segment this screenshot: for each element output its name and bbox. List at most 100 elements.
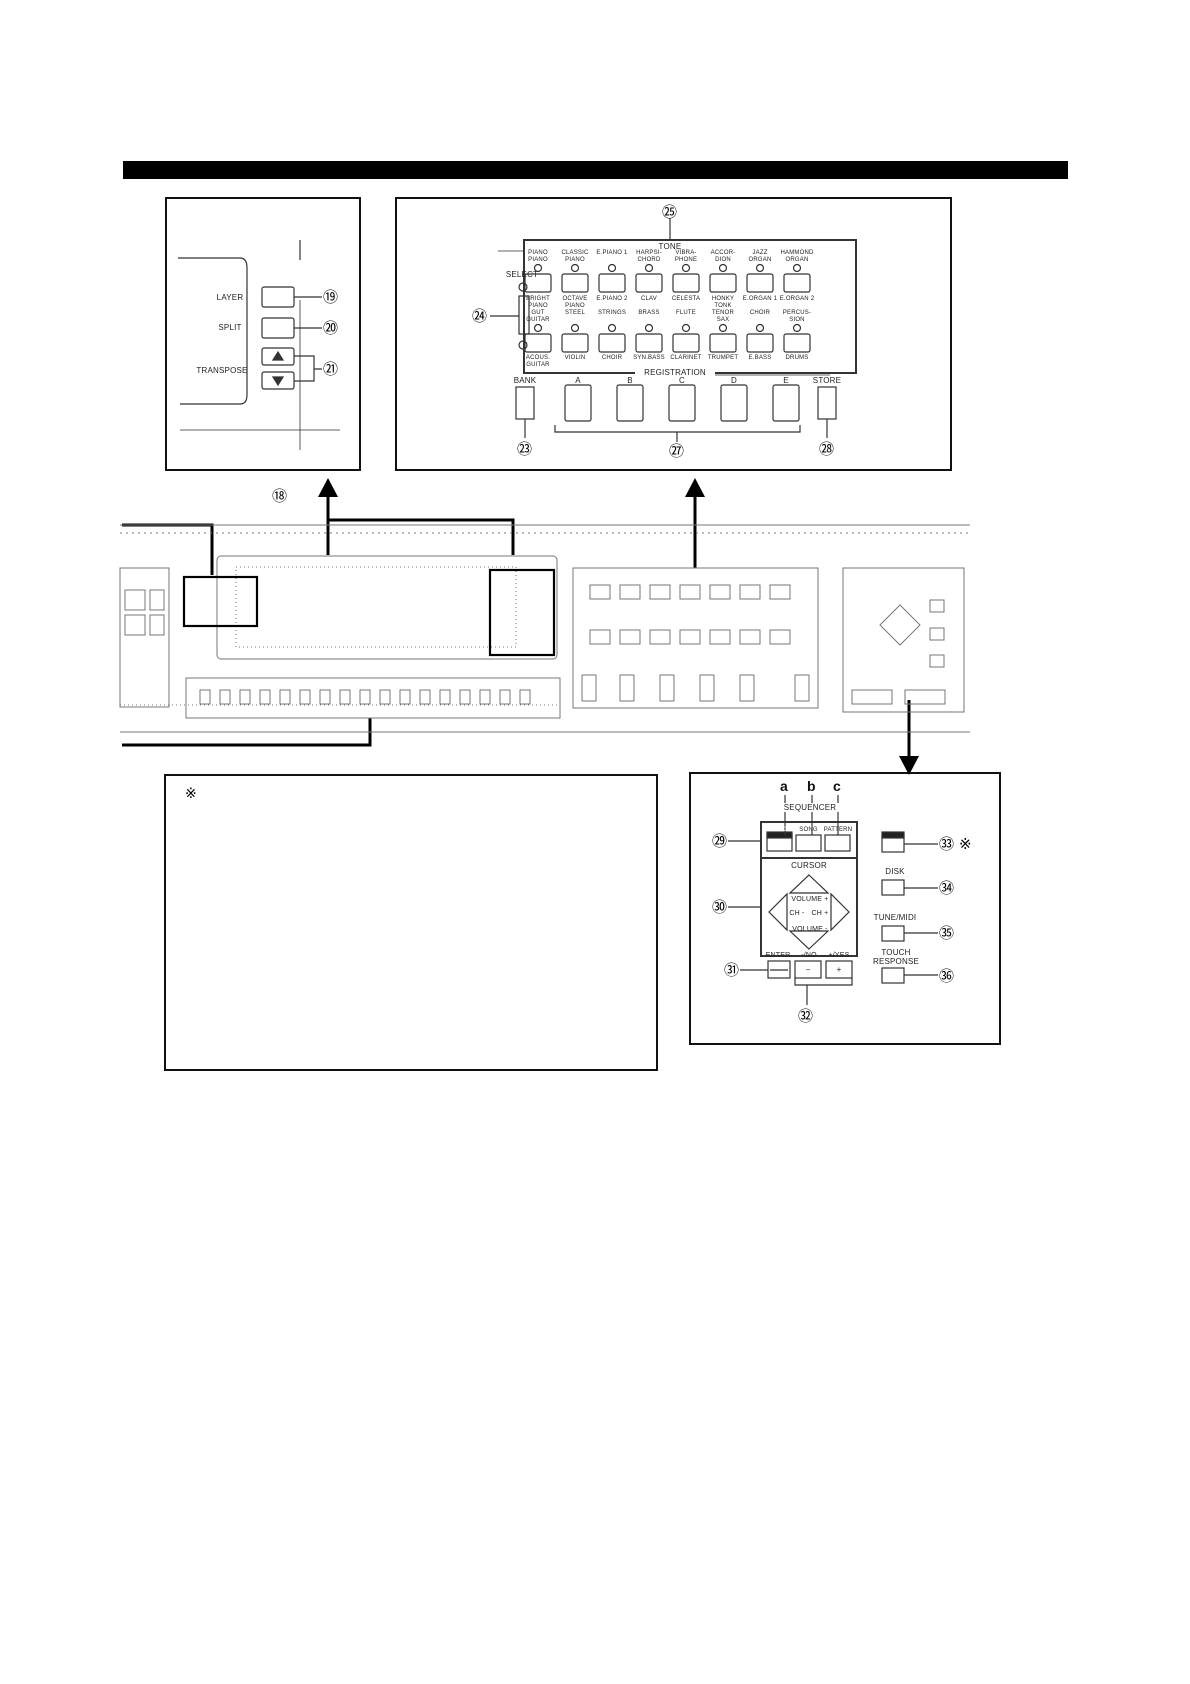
layer-split-detail-box: [165, 197, 361, 471]
callout-18: ⑱: [272, 487, 288, 505]
store-button: [817, 386, 837, 420]
tone-led: [681, 263, 691, 273]
registration-label: C: [679, 376, 685, 385]
highlight-layer-split: [182, 575, 259, 628]
callout-21: ㉑: [323, 360, 339, 378]
store-label: STORE: [812, 376, 842, 385]
tone-label-top: PIANO PIANO: [528, 250, 548, 263]
ch-minus-label: CH -: [789, 910, 805, 917]
tone-label-mid2: GUT GUITAR: [526, 310, 550, 323]
letter-b: b: [807, 778, 816, 794]
tone-label-mid: HONKY TONK: [711, 296, 735, 309]
layer-label: LAYER: [216, 293, 244, 302]
enter-label: ENTER: [765, 952, 791, 959]
tune-midi-label: TUNE/MIDI: [873, 913, 917, 922]
cursor-right: [830, 892, 850, 932]
callout-20: ⑳: [323, 319, 339, 337]
tone-button: [709, 333, 737, 353]
header-bar: [123, 161, 1068, 179]
minus-sign: −: [805, 965, 811, 974]
callout-25: ㉕: [662, 203, 678, 221]
cursor-label: CURSOR: [788, 861, 830, 870]
tone-label-mid2: CHOIR: [749, 310, 771, 316]
tone-led: [607, 323, 617, 333]
tone-label-mid2: BRASS: [638, 310, 660, 316]
tone-label-mid: E.ORGAN 1: [742, 296, 778, 302]
callout-24: ㉔: [472, 307, 488, 325]
tone-led: [644, 263, 654, 273]
registration-button: [772, 384, 800, 422]
tone-led: [644, 323, 654, 333]
registration-label: B: [627, 376, 633, 385]
tone-led: [755, 323, 765, 333]
tone-label-top: E.PIANO 1: [596, 250, 628, 256]
tone-detail-box: [395, 197, 952, 471]
seq-song-label: SONG: [799, 827, 818, 833]
callout-33: ㉝: [939, 835, 955, 853]
tone-button: [561, 333, 589, 353]
letter-a: a: [780, 778, 788, 794]
tone-button: [672, 273, 700, 293]
tone-button: [561, 273, 589, 293]
tone-button: [598, 273, 626, 293]
tone-label-mid2: PERCUS- SION: [782, 310, 812, 323]
callout-19: ⑲: [323, 288, 339, 306]
tone-button: [783, 333, 811, 353]
tone-label-top: CLASSIC PIANO: [561, 250, 589, 263]
callout-34: ㉞: [939, 879, 955, 897]
callout-30: ㉚: [712, 898, 728, 916]
letter-c: c: [833, 778, 841, 794]
tone-label-mid: OCTAVE PIANO: [562, 296, 588, 309]
tone-led: [533, 263, 543, 273]
registration-label: A: [575, 376, 581, 385]
cursor-down: [788, 930, 830, 950]
touch-response-label: TOUCH RESPONSE: [872, 948, 920, 966]
tone-label-top: VIBRA- PHONE: [674, 250, 698, 263]
tone-led: [681, 323, 691, 333]
tone-label-mid: BRIGHT PIANO: [526, 296, 550, 309]
callout-23: ㉓: [517, 440, 533, 458]
tone-label-mid: CLAV: [640, 296, 658, 302]
cursor-up: [788, 874, 830, 894]
layer-button: [261, 286, 295, 308]
tone-label-mid2: FLUTE: [675, 310, 696, 316]
tone-label-top: HAMMOND ORGAN: [780, 250, 814, 263]
callout-29: ㉙: [712, 832, 728, 850]
volume-down-label: VOLUME -: [792, 926, 828, 933]
seq-pattern-label: PATTERN: [823, 827, 853, 833]
tone-label-mid2: TENOR SAX: [712, 310, 734, 323]
callout-28: ㉘: [819, 440, 835, 458]
sequencer-detail-box: [689, 772, 1001, 1045]
seq-rec-label: REC: [772, 827, 787, 833]
split-button: [261, 317, 295, 339]
callout-35: ㉟: [939, 924, 955, 942]
cursor-button-group: [760, 857, 858, 957]
tone-led: [718, 263, 728, 273]
tone-label-mid2: STRINGS: [597, 310, 627, 316]
tone-label-bottom: ACOUS. GUITAR: [525, 355, 551, 368]
tone-label-top: JAZZ ORGAN: [748, 250, 772, 263]
callout-27: ㉗: [669, 442, 685, 460]
tone-button: [524, 273, 552, 293]
tone-led: [718, 323, 728, 333]
ch-plus-label: CH +: [811, 910, 829, 917]
registration-button: [564, 384, 592, 422]
split-label: SPLIT: [218, 323, 242, 332]
registration-label: E: [783, 376, 789, 385]
tone-label-bottom: DRUMS: [785, 355, 809, 361]
tone-label-bottom: VIOLIN: [564, 355, 586, 361]
note-mark: ※: [185, 786, 197, 802]
no-label: -/NO: [801, 952, 817, 959]
volume-up-label: VOLUME +: [791, 896, 829, 903]
tone-button: [746, 333, 774, 353]
registration-title: REGISTRATION: [635, 368, 715, 377]
tone-label-mid: E.ORGAN 2: [779, 296, 815, 302]
tone-button: [635, 273, 663, 293]
registration-button: [720, 384, 748, 422]
note-mark-33: ※: [959, 835, 972, 853]
transpose-label: TRANSPOSE: [196, 366, 248, 375]
tone-button: [672, 333, 700, 353]
tone-led: [533, 323, 543, 333]
registration-button: [616, 384, 644, 422]
